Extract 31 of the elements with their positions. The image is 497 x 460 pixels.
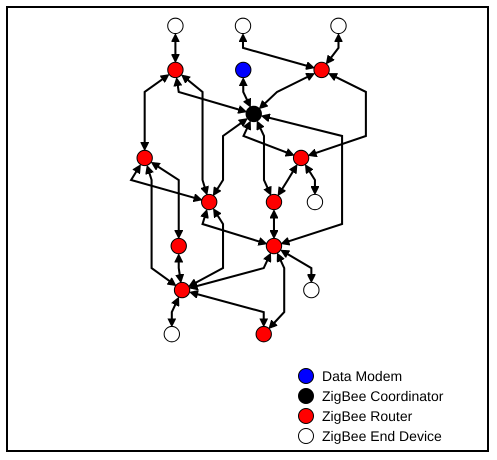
arrow <box>268 252 286 329</box>
legend-label: ZigBee Router <box>322 408 412 424</box>
arrow <box>140 74 170 151</box>
arrow <box>242 120 294 157</box>
arrow <box>238 34 315 70</box>
arrow <box>145 165 176 286</box>
arrow <box>189 252 272 290</box>
arrow <box>181 74 209 196</box>
arrow <box>170 34 180 63</box>
arrow <box>326 34 343 64</box>
arrow <box>256 120 272 196</box>
legend-label: Data Modem <box>322 368 402 384</box>
arrow <box>212 118 248 196</box>
arrow <box>188 208 224 287</box>
arrow <box>280 250 316 283</box>
arrow <box>308 73 367 158</box>
arrow <box>269 210 278 239</box>
arrow <box>261 114 344 246</box>
legend-label: ZigBee End Device <box>322 428 442 444</box>
arrow <box>167 297 180 327</box>
arrow <box>238 78 252 108</box>
arrow <box>200 209 268 246</box>
legend-label: ZigBee Coordinator <box>322 388 444 404</box>
arrow <box>130 164 202 202</box>
arrow <box>189 290 268 327</box>
arrow <box>151 162 184 239</box>
arrow <box>305 164 320 195</box>
arrow <box>173 78 247 114</box>
arrow <box>258 73 315 110</box>
arrow <box>174 254 184 283</box>
arrow <box>278 164 298 196</box>
